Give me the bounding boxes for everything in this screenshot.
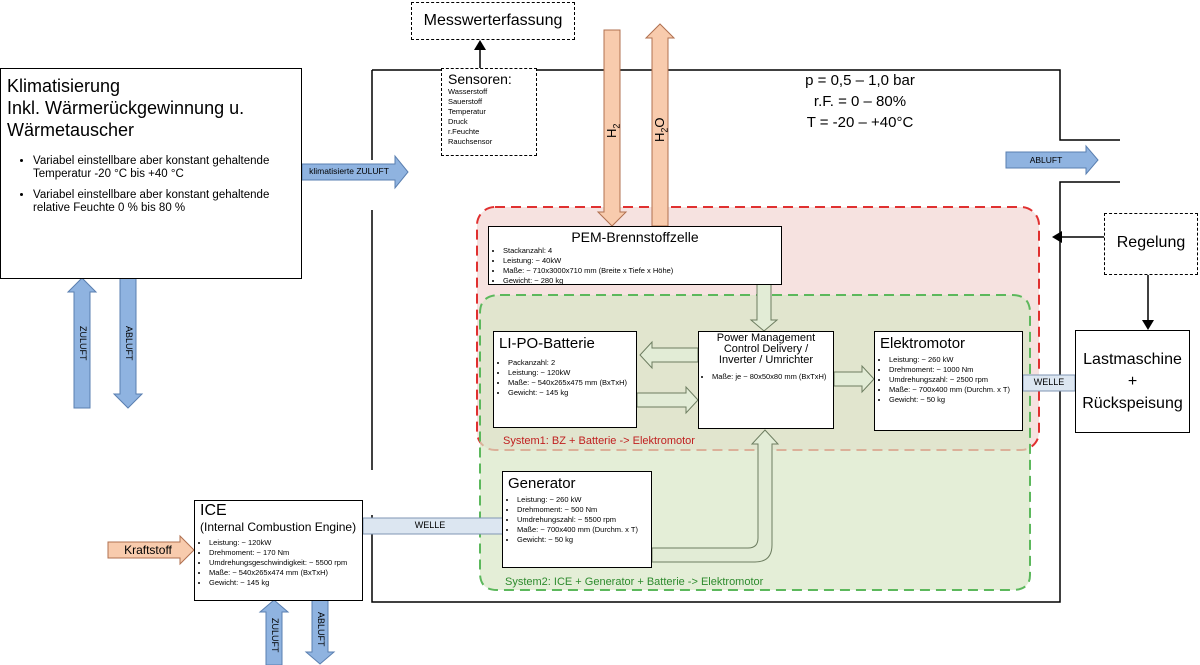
generator-title: Generator [508,475,576,492]
batterie-title: LI-PO-Batterie [499,335,595,352]
pmcd-to-motor-arrow [833,364,875,394]
list-item: Leistung: ~ 260 kW [517,495,646,505]
sensoren-box: Sensoren: Wasserstoff Sauerstoff Tempera… [441,68,537,156]
klima-zuluft-label: ZULUFT [78,326,88,361]
list-item: Rauchsensor [448,137,493,146]
generator-to-pmcd-arrow [651,429,780,563]
h2o-label: H2O [652,117,670,142]
list-item: Variabel einstellbare aber konstant geha… [33,189,295,215]
generator-box: Generator Leistung: ~ 260 kW Drehmoment:… [502,471,652,568]
regelung-to-chamber-arrow [1052,231,1062,243]
h2o-arrow [644,23,676,227]
sensor-to-messwert-arrow [474,40,486,50]
list-item: Leistung: ~ 120kW [209,538,357,548]
zuluft-klima-arrow [301,154,409,190]
pmcd-to-batterie-arrow [639,340,699,370]
list-item: Drehmoment: ~ 170 Nm [209,548,357,558]
ice-welle-label: WELLE [414,520,446,530]
li-po-batterie-box: LI-PO-Batterie Packanzahl: 2 Leistung: ~… [493,331,637,428]
temperature-condition: T = -20 – +40°C [806,114,914,131]
list-item: Maße: ~ 700x400 mm (Durchm. x T) [889,385,1017,395]
humidity-condition: r.F. = 0 – 80% [813,93,907,110]
pem-list: Stackanzahl: 4 Leistung: ~ 40kW Maße: ~ … [494,246,776,286]
list-item: Maße: je ~ 80x50x80 mm (BxTxH) [712,372,829,382]
ice-title: ICE [200,502,227,519]
list-item: Gewicht: ~ 50 kg [889,395,1017,405]
kraftstoff-label: Kraftstoff [124,543,172,557]
elektromotor-list: Leistung: ~ 260 kW Drehmoment: ~ 1000 Nm… [880,355,1017,405]
klima-list: Variabel einstellbare aber konstant geha… [7,155,295,215]
ice-zuluft-arrow [258,599,290,665]
klima-abluft-arrow [112,277,144,409]
list-item: Stackanzahl: 4 [503,246,776,256]
elektromotor-title: Elektromotor [880,335,966,352]
ice-zuluft-label: ZULUFT [270,618,280,653]
pem-title: PEM-Brennstoffzelle [571,229,699,245]
lastmaschine-box: Lastmaschine + Rückspeisung [1075,330,1190,433]
h2-label: H2 [604,123,622,138]
list-item: Umdrehungsgeschwindigkeit: ~ 5500 rpm [209,558,357,568]
klima-title: Klimatisierung Inkl. Wärmerückgewinnung … [7,76,245,140]
test-chamber-outline [371,69,1120,603]
sensoren-title: Sensoren: [448,71,512,87]
ice-list: Leistung: ~ 120kW Drehmoment: ~ 170 Nm U… [200,538,357,588]
list-item: Sauerstoff [448,97,483,106]
klima-abluft-label: ABLUFT [124,326,134,361]
list-item: Packanzahl: 2 [508,358,631,368]
list-item: Gewicht: ~ 145 kg [209,578,357,588]
pmcd-title: Power Management Control Delivery / Inve… [716,332,816,366]
list-item: Variabel einstellbare aber konstant geha… [33,155,295,181]
pem-to-pmcd-arrow [749,283,779,332]
list-item: Umdrehungszahl: ~ 5500 rpm [517,515,646,525]
klima-zuluft-arrow [66,277,98,409]
list-item: Leistung: ~ 260 kW [889,355,1017,365]
ice-abluft-label: ABLUFT [316,612,326,647]
regelung-box: Regelung [1104,213,1198,275]
ice-box: ICE (Internal Combustion Engine) Leistun… [194,500,363,601]
list-item: Umdrehungszahl: ~ 2500 rpm [889,375,1017,385]
list-item: Maße: ~ 540x265x474 mm (BxTxH) [209,568,357,578]
system2-label: System2: ICE + Generator + Batterie -> E… [505,576,764,588]
pem-brennstoffzelle-box: PEM-Brennstoffzelle Stackanzahl: 4 Leist… [488,226,782,285]
power-management-box: Power Management Control Delivery / Inve… [698,331,834,429]
pmcd-list: Maße: je ~ 80x50x80 mm (BxTxH) [703,372,829,382]
sensoren-list: Wasserstoff Sauerstoff Temperatur Druck … [448,87,530,147]
zuluft-klima-label: klimatisierte ZULUFT [309,166,389,176]
list-item: Druck [448,117,468,126]
ice-abluft-arrow [304,599,336,665]
abluft-right-arrow [1005,144,1099,176]
list-item: Gewicht: ~ 50 kg [517,535,646,545]
batterie-to-pmcd-arrow [636,385,699,415]
list-item: Gewicht: ~ 145 kg [508,388,631,398]
list-item: Gewicht: ~ 280 kg [503,276,776,286]
system1-label: System1: BZ + Batterie -> Elektromotor [503,435,695,447]
messwerterfassung-box: Messwerterfassung [411,2,575,40]
regelung-to-last-arrow [1142,320,1154,330]
list-item: Maße: ~ 700x400 mm (Durchm. x T) [517,525,646,535]
batterie-list: Packanzahl: 2 Leistung: ~ 120kW Maße: ~ … [499,358,631,398]
pressure-condition: p = 0,5 – 1,0 bar [805,72,915,89]
h2-arrow [596,29,628,227]
list-item: Wasserstoff [448,87,488,96]
list-item: r.Feuchte [448,127,480,136]
generator-list: Leistung: ~ 260 kW Drehmoment: ~ 500 Nm … [508,495,646,545]
chamber-conditions: p = 0,5 – 1,0 bar r.F. = 0 – 80% T = -20… [780,70,940,133]
motor-welle-label: WELLE [1033,377,1065,387]
list-item: Drehmoment: ~ 1000 Nm [889,365,1017,375]
list-item: Maße: ~ 540x265x475 mm (BxTxH) [508,378,631,388]
list-item: Maße: ~ 710x3000x710 mm (Breite x Tiefe … [503,266,776,276]
list-item: Drehmoment: ~ 500 Nm [517,505,646,515]
elektromotor-box: Elektromotor Leistung: ~ 260 kW Drehmome… [874,331,1023,431]
ice-subtitle: (Internal Combustion Engine) [200,520,357,534]
list-item: Temperatur [448,107,486,116]
list-item: Leistung: ~ 120kW [508,368,631,378]
abluft-right-label: ABLUFT [1029,155,1063,165]
list-item: Leistung: ~ 40kW [503,256,776,266]
klimatisierung-box: Klimatisierung Inkl. Wärmerückgewinnung … [0,68,302,279]
kraftstoff-arrow [107,534,195,566]
